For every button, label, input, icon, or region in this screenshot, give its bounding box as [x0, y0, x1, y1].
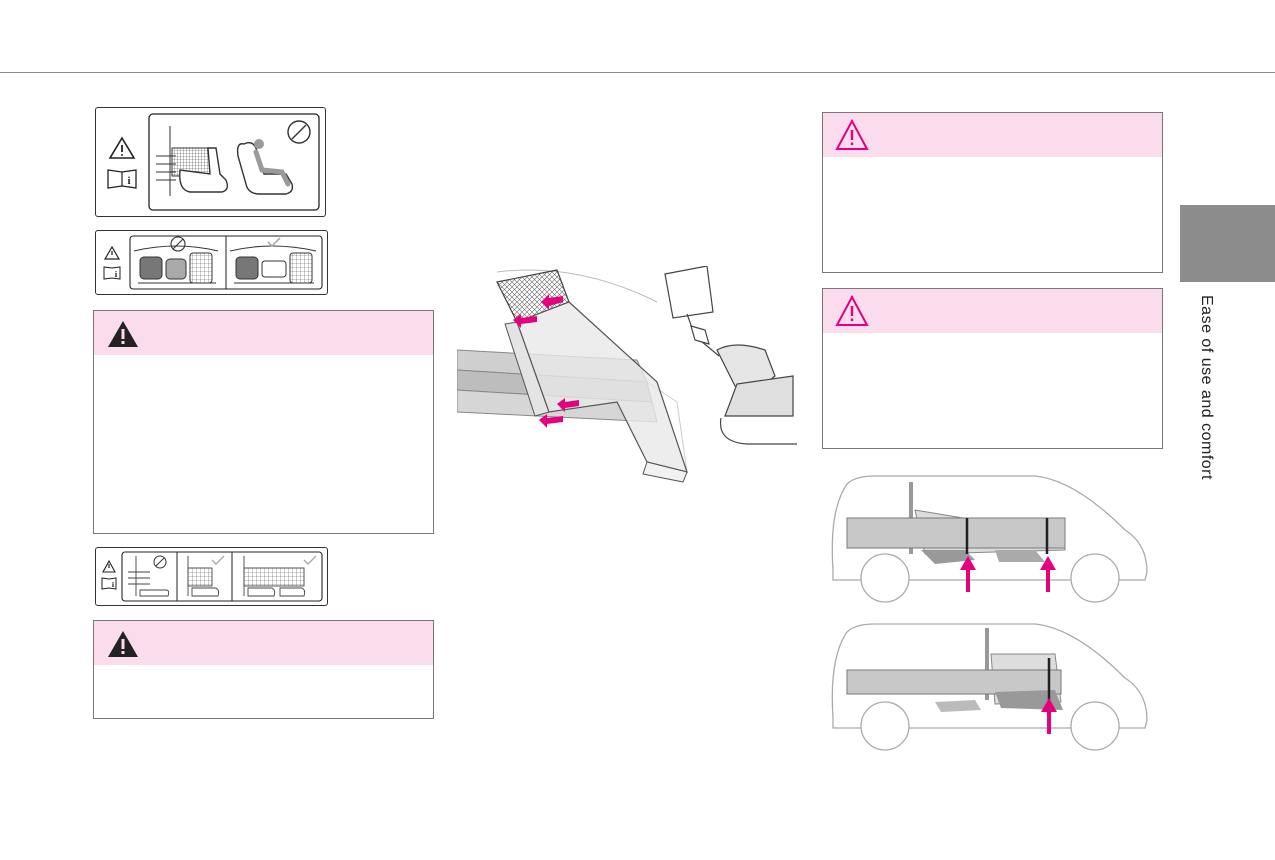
chapter-tab: [1180, 205, 1275, 282]
warning-box-2: [93, 620, 434, 719]
manual-info-icon: i: [107, 169, 137, 189]
checkmark-icon: [303, 555, 317, 565]
manual-info-icon: i: [103, 266, 121, 280]
chapter-label: Ease of use and comfort: [1198, 295, 1215, 480]
warning-triangle-icon: [102, 559, 116, 573]
svg-text:i: i: [115, 270, 118, 279]
warning-header: [823, 113, 1162, 157]
prohibited-circle-icon: [287, 120, 311, 144]
arrow-icon: [513, 294, 579, 428]
cargo-net-seat-illustration: [156, 126, 229, 196]
warning-header: [94, 311, 433, 355]
warning-outline-magenta-icon: [835, 118, 869, 150]
warning-box-4: [822, 288, 1163, 449]
warning-triangle-icon: [108, 136, 136, 159]
seated-person-illustration: [236, 139, 294, 195]
svg-text:i: i: [127, 175, 130, 187]
checkmark-icon: [211, 555, 225, 565]
child-seats-illustration-left: [133, 245, 219, 284]
van-long-load-illustration-1: [825, 470, 1155, 610]
warning-header: [823, 289, 1162, 333]
child-seats-illustration-right: [229, 245, 317, 284]
warning-header: [94, 621, 433, 665]
prohibited-circle-icon: [153, 555, 167, 569]
arrow-up-icon: [960, 556, 1056, 592]
header-rule: [0, 72, 1275, 73]
cargo-net-right-illustration: [187, 556, 220, 597]
cargo-net-right-illustration-2: [243, 556, 306, 597]
safety-label-large: i: [95, 107, 326, 217]
arrow-up-icon: [1041, 698, 1057, 734]
cargo-net-wrong-illustration: [128, 556, 170, 597]
checkmark-icon: [267, 237, 281, 248]
manual-info-icon: i: [101, 577, 117, 590]
van-long-load-illustration-2: [825, 618, 1155, 758]
svg-text:i: i: [112, 581, 114, 589]
cargo-net-placement-label: i: [95, 547, 328, 606]
child-seat-label: i: [95, 230, 328, 295]
warning-triangle-icon: [103, 245, 121, 260]
strap-buckle-detail-illustration: [655, 266, 797, 446]
cargo-net-installation-illustration: [457, 262, 697, 492]
prohibited-circle-icon: [170, 236, 186, 252]
warning-box-1: [93, 310, 434, 534]
warning-filled-icon: [108, 321, 138, 347]
warning-box-3: [822, 112, 1163, 273]
warning-filled-icon: [108, 631, 138, 657]
warning-outline-magenta-icon: [835, 294, 869, 326]
